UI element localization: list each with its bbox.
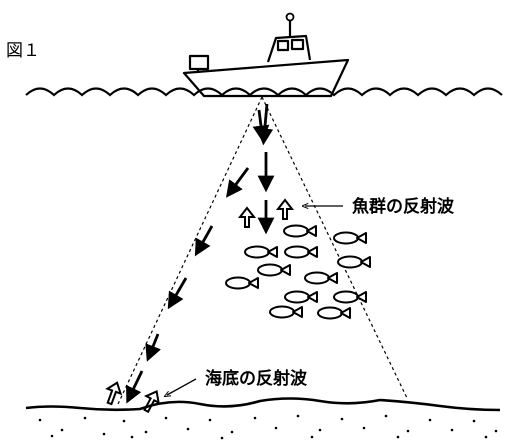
seabed-path-arrows [126, 167, 250, 404]
fish-icon [333, 290, 367, 304]
sediment-dot [50, 434, 54, 438]
fish-icon [333, 231, 367, 245]
school-echo-arrows [237, 198, 295, 228]
sediment-dot [220, 436, 224, 440]
fish-icon [225, 276, 259, 290]
sea-surface [25, 87, 503, 97]
fish-icon [284, 245, 318, 259]
down-arrow-icon [145, 333, 161, 362]
sediment-dot [253, 416, 257, 420]
fish-icon [317, 306, 351, 320]
sediment-dot [274, 426, 278, 430]
fish-school [225, 224, 371, 320]
sediment-dot [296, 414, 300, 418]
sediment-dot [122, 419, 126, 423]
hollow-up-arrow-icon [105, 381, 123, 406]
sediment-dot [472, 419, 476, 423]
sediment-dot [484, 435, 488, 439]
down-arrow-icon [167, 277, 188, 310]
sediment-dot [130, 435, 134, 439]
fish-icon [269, 305, 303, 319]
sediment-dot [310, 435, 314, 439]
down-arrow-icon [256, 103, 274, 146]
sediment-dot [362, 426, 366, 430]
sediment-dot [83, 416, 87, 420]
hollow-up-arrow-icon [143, 389, 160, 414]
fish-icon [257, 263, 291, 277]
fish-icon [244, 245, 278, 259]
sediment-dot [208, 418, 212, 422]
sediment-dot [340, 417, 344, 421]
down-arrow-icon [252, 109, 270, 143]
sediment-dot [230, 430, 234, 434]
sediment-dot [428, 418, 432, 422]
seabed-line [25, 397, 501, 412]
down-arrow-icon [126, 370, 144, 404]
boat-icon [182, 12, 350, 98]
figure-label: 図１ [6, 41, 40, 61]
sediment-dot [450, 428, 454, 432]
transmit-arrows [252, 103, 275, 235]
sediment-dot [406, 429, 410, 433]
fish-icon [284, 290, 318, 304]
school-echo-label: 魚群の反射波 [352, 196, 455, 217]
down-arrow-icon [194, 225, 214, 257]
fish-icon [337, 255, 371, 269]
sediment-dot [60, 428, 64, 432]
sediment-dot [396, 435, 400, 439]
fish-icon [304, 271, 338, 285]
sediment-dot [318, 428, 322, 432]
seabed-sediment [38, 414, 498, 440]
seabed-echo-label: 海底の反射波 [205, 368, 308, 389]
sediment-dot [186, 427, 190, 431]
sediment-dot [164, 416, 168, 420]
seabed-callout-pointer [167, 378, 197, 395]
seabed-echo-arrows [105, 381, 160, 414]
sediment-dot [38, 418, 42, 422]
sediment-dot [144, 430, 148, 434]
sediment-dot [494, 429, 498, 433]
fish-icon [283, 224, 317, 238]
sediment-dot [384, 414, 388, 418]
sediment-dot [102, 432, 106, 436]
hollow-up-arrow-icon [275, 198, 295, 220]
sonar-beam [117, 96, 408, 405]
hollow-up-arrow-icon [237, 206, 257, 228]
down-arrow-icon [226, 167, 250, 198]
